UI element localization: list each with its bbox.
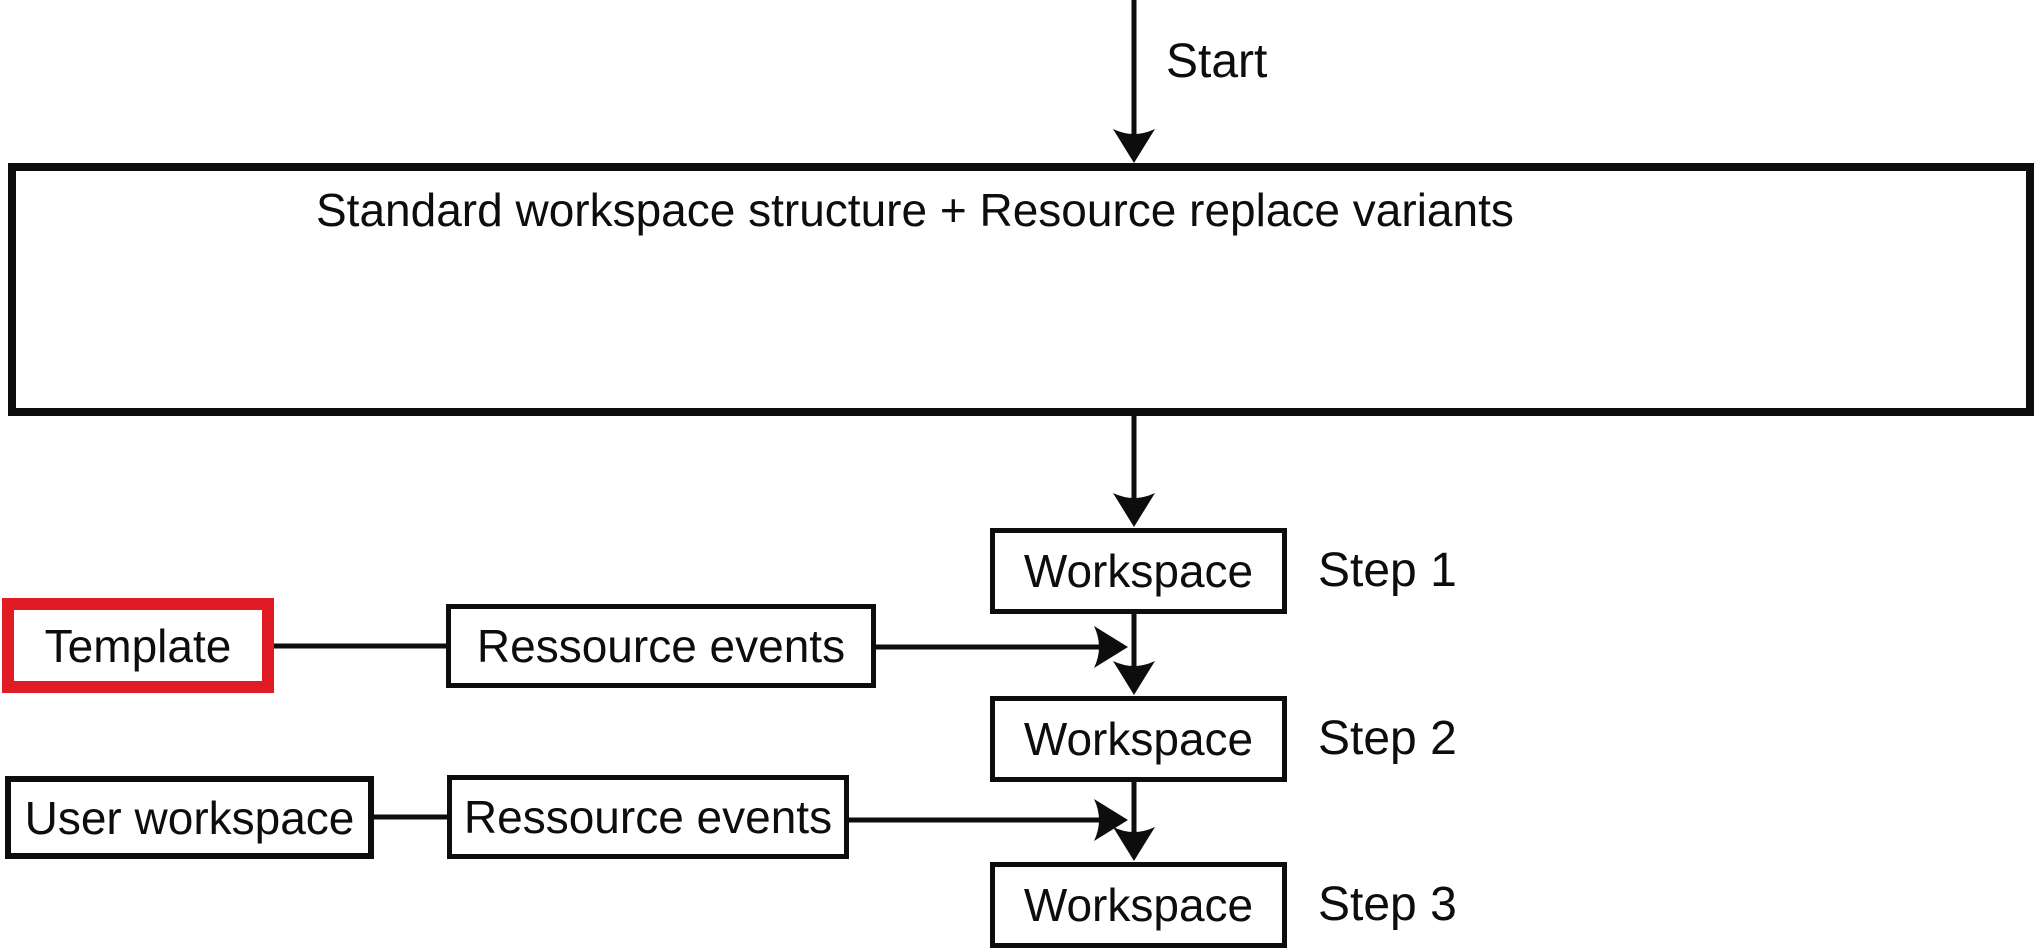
workspace-box-step3: Workspace (990, 862, 1287, 948)
template-box-label: Template (44, 619, 232, 672)
standard-workspace-box: Standard workspace structure + Resource … (8, 163, 2034, 416)
resource-events-box-1-label: Ressource events (476, 620, 846, 672)
workspace-box-step1: Workspace (990, 528, 1287, 614)
step3-label: Step 3 (1318, 878, 1457, 931)
step2-label: Step 2 (1318, 712, 1457, 765)
workspace-box-step2-label: Workspace (1023, 713, 1254, 765)
resource1-arrowhead-icon (1094, 626, 1128, 668)
resource2-arrowhead-icon (1094, 799, 1128, 841)
start-label: Start (1166, 35, 1268, 88)
resource-events-box-2: Ressource events (447, 775, 849, 859)
step2-to-step3-arrowhead-icon (1113, 827, 1155, 861)
user-workspace-box-label: User workspace (24, 791, 355, 844)
mainbox-to-step1-arrowhead-icon (1113, 493, 1155, 527)
workspace-box-step3-label: Workspace (1023, 879, 1254, 931)
step1-to-step2-arrowhead-icon (1113, 661, 1155, 695)
user-workspace-box: User workspace (5, 776, 374, 859)
resource-events-box-2-label: Ressource events (463, 791, 833, 843)
resource-events-box-1: Ressource events (446, 604, 876, 688)
start-arrowhead-icon (1113, 129, 1155, 163)
template-box: Template (2, 598, 274, 693)
step1-label: Step 1 (1318, 544, 1457, 597)
workspace-box-step1-label: Workspace (1023, 545, 1254, 597)
standard-workspace-box-label: Standard workspace structure + Resource … (316, 184, 1514, 236)
workspace-box-step2: Workspace (990, 696, 1287, 782)
